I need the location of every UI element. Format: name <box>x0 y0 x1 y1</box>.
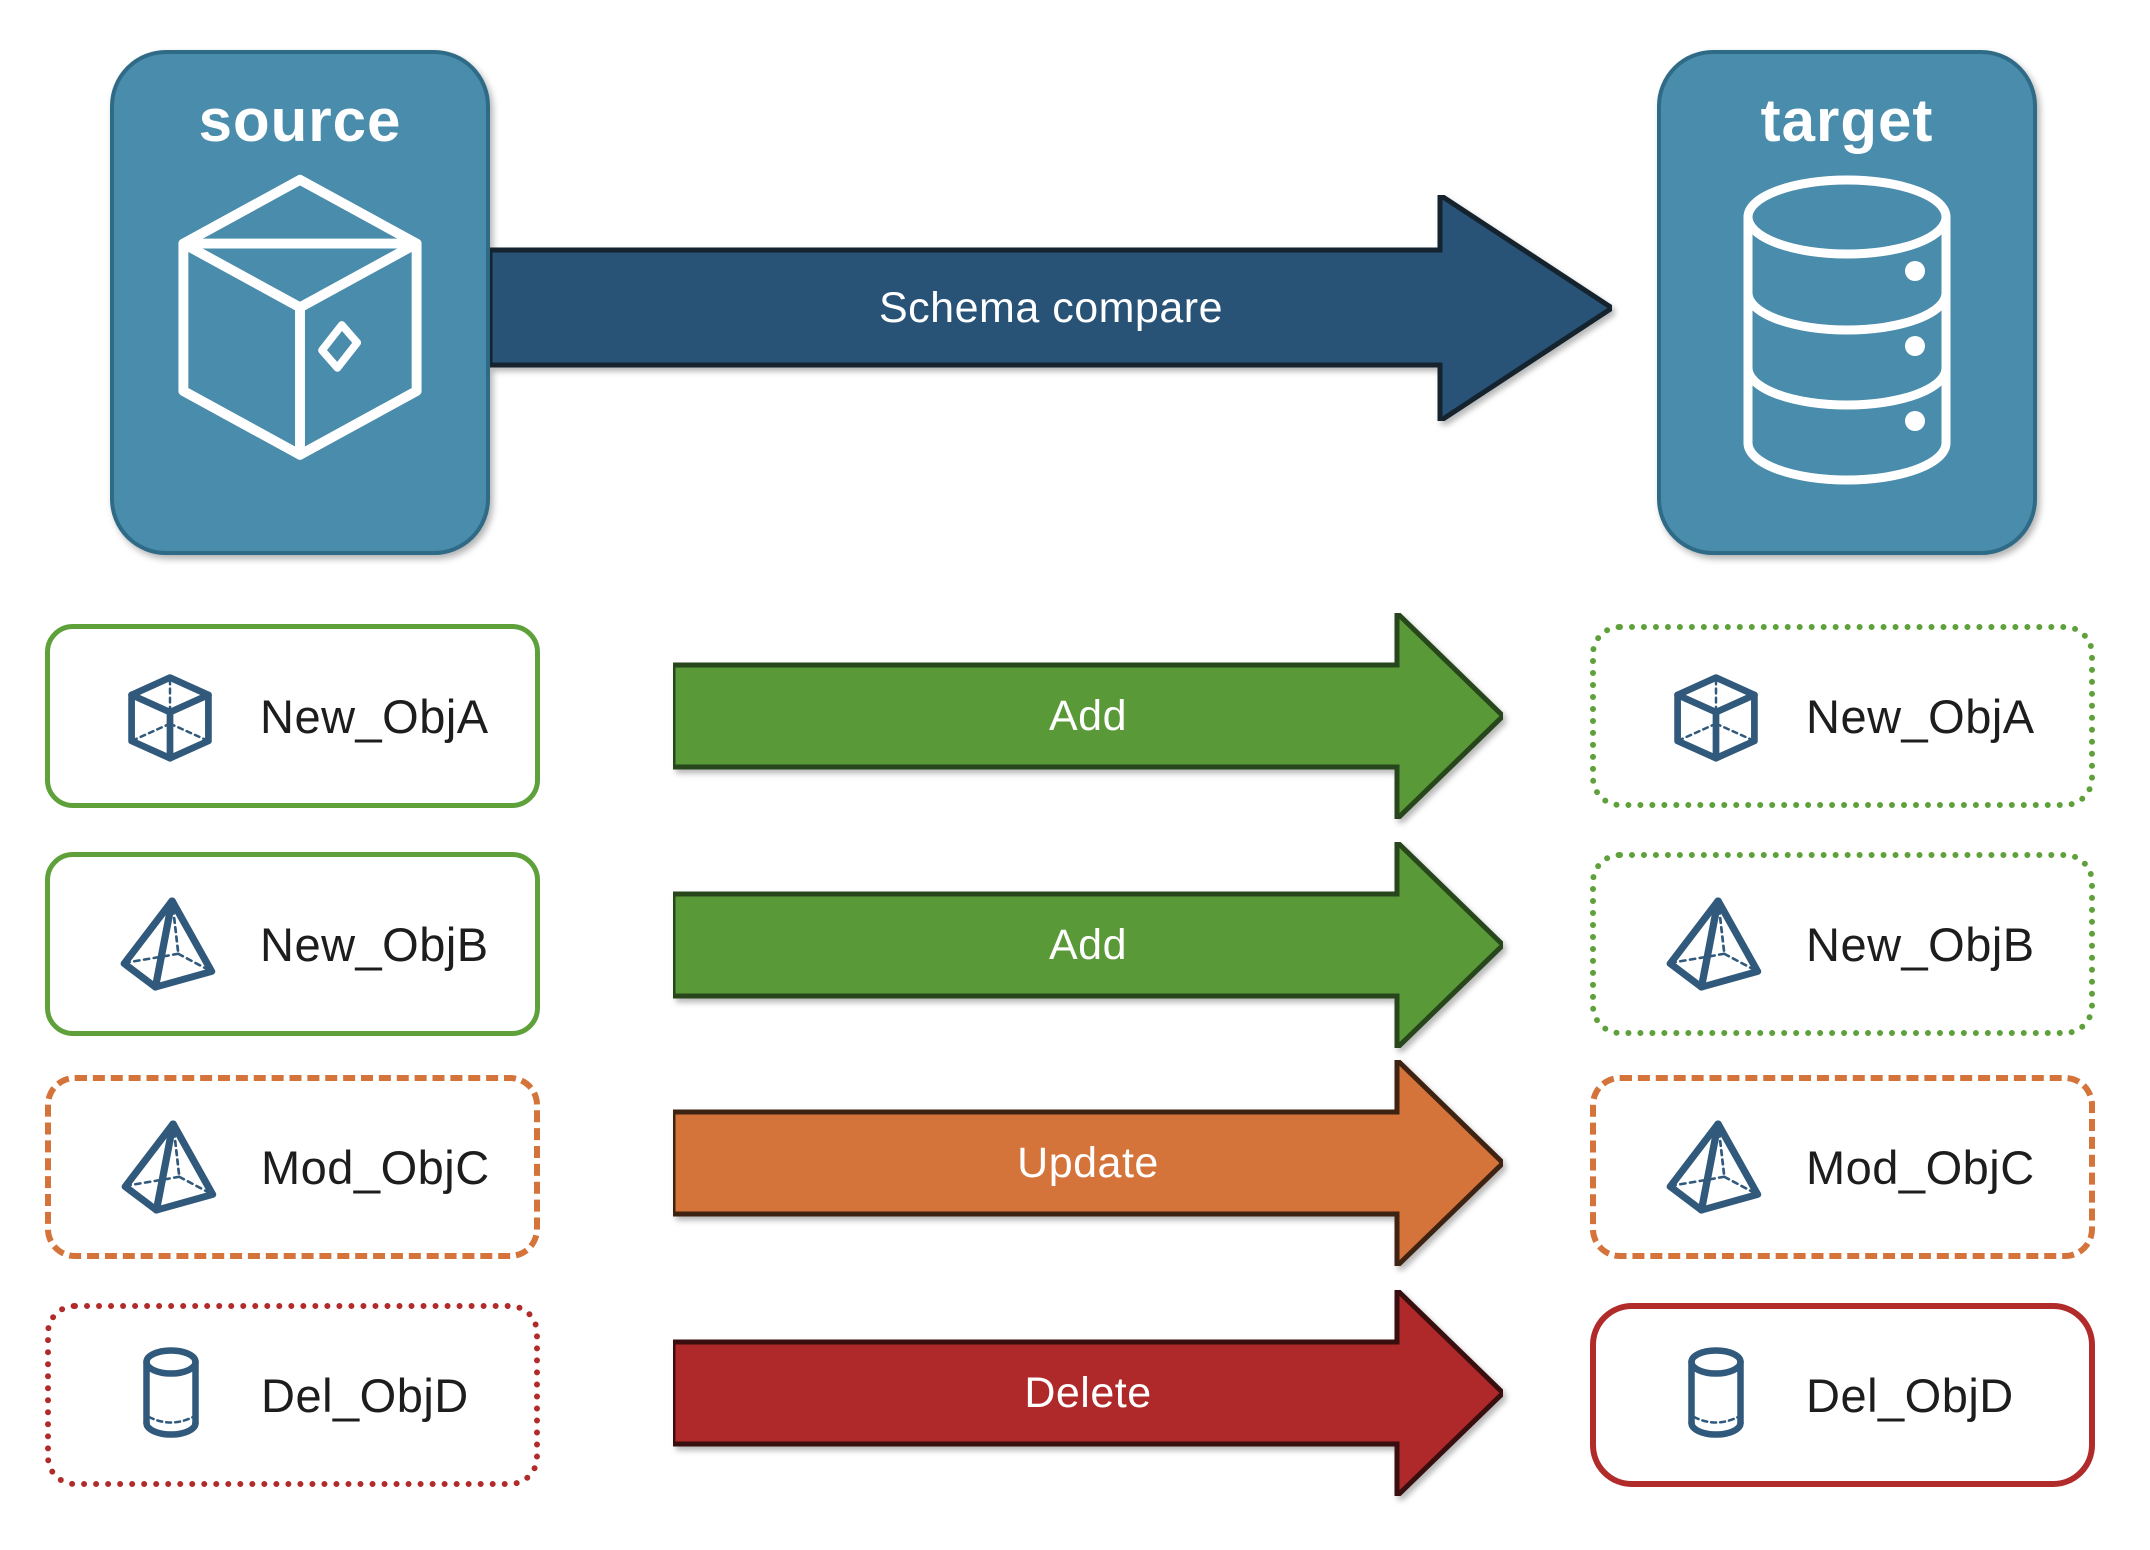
target-panel-label: target <box>1760 87 1934 154</box>
source-object-box-new-obja: New_ObjA <box>45 624 540 808</box>
add-arrow <box>673 613 1503 819</box>
object-label: Del_ObjD <box>1806 1368 2014 1422</box>
object-label: Mod_ObjC <box>261 1140 490 1194</box>
source-object-box-del-objd: Del_ObjD <box>45 1303 540 1487</box>
source-panel-label: source <box>198 87 402 154</box>
add-arrow <box>673 842 1503 1048</box>
pyramid-icon <box>115 1118 227 1216</box>
source-panel: source <box>110 50 490 555</box>
object-label: Del_ObjD <box>261 1368 469 1422</box>
schema-compare-label: Schema compare <box>879 283 1223 332</box>
pyramid-icon <box>1660 1118 1772 1216</box>
pyramid-icon <box>1660 895 1772 993</box>
object-label: New_ObjB <box>260 917 489 971</box>
add-arrow-label: Add <box>1048 921 1127 969</box>
object-label: Mod_ObjC <box>1806 1140 2035 1194</box>
object-label: New_ObjB <box>1806 917 2035 971</box>
database-icon <box>1743 175 1951 485</box>
cube-icon <box>114 668 226 764</box>
add-arrow-label: Add <box>1048 692 1127 740</box>
source-object-box-new-objb: New_ObjB <box>45 852 540 1036</box>
update-arrow-label: Update <box>1017 1139 1159 1187</box>
target-object-box-mod-objc: Mod_ObjC <box>1590 1075 2095 1259</box>
update-arrow <box>673 1060 1503 1266</box>
pyramid-icon <box>114 895 226 993</box>
target-panel: target <box>1657 50 2037 555</box>
target-object-box-new-objb: New_ObjB <box>1590 852 2095 1036</box>
delete-arrow <box>673 1290 1503 1496</box>
cube-icon <box>1660 668 1772 764</box>
cylinder-icon <box>1660 1345 1772 1445</box>
schema-compare-arrow <box>490 195 1612 421</box>
target-object-box-del-objd: Del_ObjD <box>1590 1303 2095 1487</box>
object-label: New_ObjA <box>260 689 489 743</box>
target-object-box-new-obja: New_ObjA <box>1590 624 2095 808</box>
source-object-box-mod-objc: Mod_ObjC <box>45 1075 540 1259</box>
cylinder-icon <box>115 1345 227 1445</box>
package-box-icon <box>178 174 422 460</box>
delete-arrow-label: Delete <box>1024 1369 1152 1417</box>
object-label: New_ObjA <box>1806 689 2035 743</box>
